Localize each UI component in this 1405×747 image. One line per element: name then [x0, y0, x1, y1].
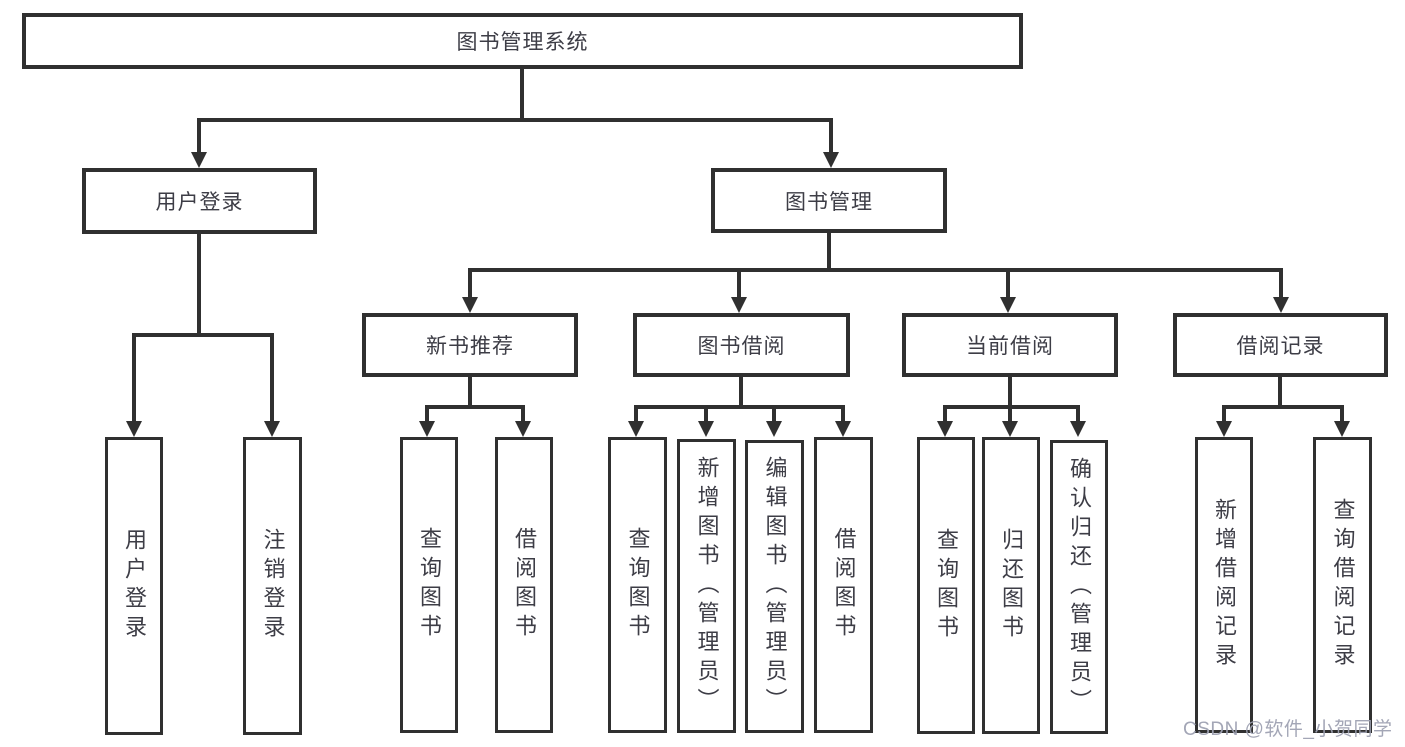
connector-line [468, 375, 472, 409]
leaf-confirm-return-admin: 确认归还（管理员） [1050, 440, 1108, 734]
node-new-book-recommend: 新书推荐 [362, 313, 578, 377]
connector-line [829, 120, 833, 154]
leaf-add-book-admin: 新增图书（管理员） [677, 439, 736, 733]
connector-line [1008, 375, 1012, 409]
connector-line [270, 335, 274, 423]
arrow-down-icon [191, 152, 207, 168]
arrow-down-icon [1273, 297, 1289, 313]
leaf-user-login: 用户登录 [105, 437, 163, 735]
leaf-query-borrow-record: 查询借阅记录 [1313, 437, 1372, 733]
connector-line [1222, 405, 1344, 409]
arrow-down-icon [835, 421, 851, 437]
leaf-query-book-1: 查询图书 [400, 437, 458, 733]
arrow-down-icon [823, 152, 839, 168]
connector-line [1279, 270, 1283, 299]
connector-line [425, 405, 525, 409]
arrow-down-icon [1070, 421, 1086, 437]
leaf-edit-book-admin: 编辑图书（管理员） [745, 440, 804, 733]
connector-line [1008, 407, 1012, 423]
connector-line [520, 67, 524, 120]
connector-line [521, 407, 525, 423]
connector-line [841, 407, 845, 423]
node-book-management: 图书管理 [711, 168, 947, 233]
leaf-query-book-2: 查询图书 [608, 437, 667, 733]
connector-line [1340, 407, 1344, 423]
arrow-down-icon [1216, 421, 1232, 437]
arrow-down-icon [1334, 421, 1350, 437]
arrow-down-icon [264, 421, 280, 437]
connector-line [1076, 407, 1080, 423]
connector-line [132, 335, 136, 423]
connector-line [634, 407, 638, 423]
node-current-borrow: 当前借阅 [902, 313, 1118, 377]
connector-line [943, 407, 947, 423]
arrow-down-icon [698, 421, 714, 437]
connector-line [468, 270, 472, 299]
arrow-down-icon [126, 421, 142, 437]
node-root: 图书管理系统 [22, 13, 1023, 69]
csdn-watermark: CSDN @软件_小贺同学 [1183, 719, 1393, 740]
node-user-login: 用户登录 [82, 168, 317, 234]
connector-line [468, 268, 1283, 272]
arrow-down-icon [462, 297, 478, 313]
connector-line [1278, 375, 1282, 409]
arrow-down-icon [628, 421, 644, 437]
arrow-down-icon [515, 421, 531, 437]
connector-line [634, 405, 845, 409]
connector-line [1006, 270, 1010, 299]
arrow-down-icon [1002, 421, 1018, 437]
connector-line [1222, 407, 1226, 423]
leaf-logout: 注销登录 [243, 437, 302, 735]
arrow-down-icon [419, 421, 435, 437]
connector-line [425, 407, 429, 423]
connector-line [197, 234, 201, 337]
arrow-down-icon [766, 421, 782, 437]
connector-line [197, 118, 833, 122]
leaf-borrow-book-2: 借阅图书 [814, 437, 873, 733]
connector-line [197, 120, 201, 154]
leaf-return-book: 归还图书 [982, 437, 1040, 734]
arrow-down-icon [1000, 297, 1016, 313]
leaf-add-borrow-record: 新增借阅记录 [1195, 437, 1253, 733]
connector-line [737, 270, 741, 299]
connector-line [827, 233, 831, 272]
leaf-borrow-book-1: 借阅图书 [495, 437, 553, 733]
arrow-down-icon [731, 297, 747, 313]
connector-line [772, 407, 776, 423]
connector-line [132, 333, 274, 337]
node-borrow-record: 借阅记录 [1173, 313, 1388, 377]
leaf-query-book-3: 查询图书 [917, 437, 975, 734]
node-book-borrow: 图书借阅 [633, 313, 850, 377]
connector-line [704, 407, 708, 423]
arrow-down-icon [937, 421, 953, 437]
connector-line [739, 375, 743, 409]
